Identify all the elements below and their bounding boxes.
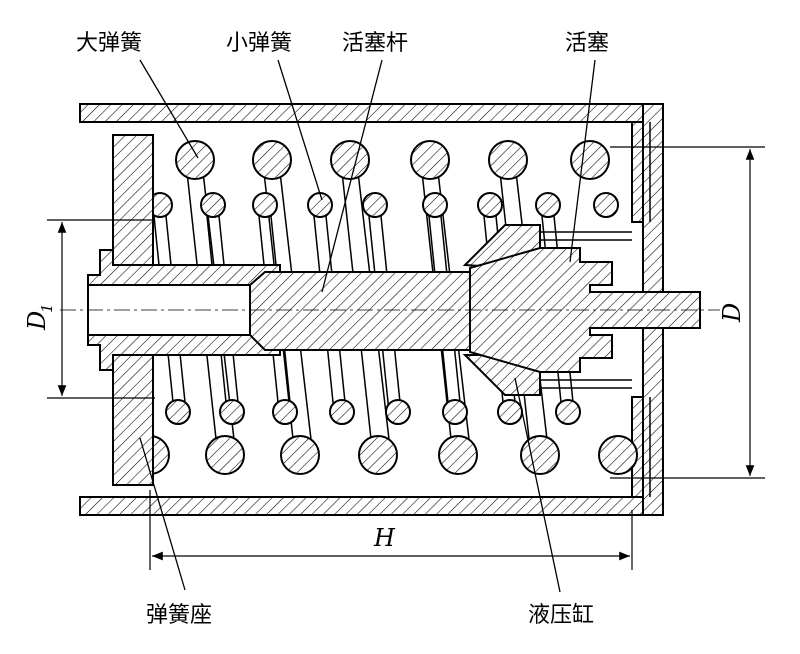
large-spring-coil	[520, 435, 560, 475]
large-spring-coil	[175, 140, 215, 180]
large-spring-coil	[438, 435, 478, 475]
dim-label-d1: D 1	[23, 303, 56, 331]
small-spring-coil	[362, 192, 388, 218]
svg-text:1: 1	[38, 303, 56, 313]
small-spring-coil	[219, 399, 245, 425]
small-spring-coil	[477, 192, 503, 218]
small-spring-coil	[307, 192, 333, 218]
small-spring-coil	[497, 399, 523, 425]
large-spring-coil	[330, 140, 370, 180]
leader-lines	[139, 59, 596, 593]
label-piston-rod: 活塞杆	[342, 31, 408, 56]
small-spring-coil	[200, 192, 226, 218]
large-spring-coil	[280, 435, 320, 475]
svg-text:D: D	[23, 311, 51, 331]
label-small-spring: 小弹簧	[226, 31, 292, 56]
dim-label-d: D	[718, 303, 746, 323]
large-spring-coil	[410, 140, 450, 180]
label-spring-seat: 弹簧座	[146, 603, 212, 628]
small-spring-coil	[535, 192, 561, 218]
piston-rod	[249, 271, 471, 351]
label-piston: 活塞	[565, 31, 609, 56]
dim-label-h: H	[373, 524, 396, 552]
small-spring-coil	[165, 399, 191, 425]
small-spring-coil	[385, 399, 411, 425]
large-spring-coil	[598, 435, 638, 475]
small-spring-coil	[252, 192, 278, 218]
large-spring-coil	[488, 140, 528, 180]
small-spring-coil	[555, 399, 581, 425]
large-spring-coil	[252, 140, 292, 180]
small-spring-coil	[272, 399, 298, 425]
small-spring-coil	[422, 192, 448, 218]
small-spring-coil	[442, 399, 468, 425]
label-large-spring: 大弹簧	[76, 31, 142, 56]
label-hydraulic-cylinder: 液压缸	[528, 603, 594, 628]
small-spring-coil	[593, 192, 619, 218]
large-spring-coil	[205, 435, 245, 475]
dimension-lines	[47, 146, 765, 570]
large-spring-coil	[570, 140, 610, 180]
small-spring-coil	[329, 399, 355, 425]
large-spring-coil	[358, 435, 398, 475]
